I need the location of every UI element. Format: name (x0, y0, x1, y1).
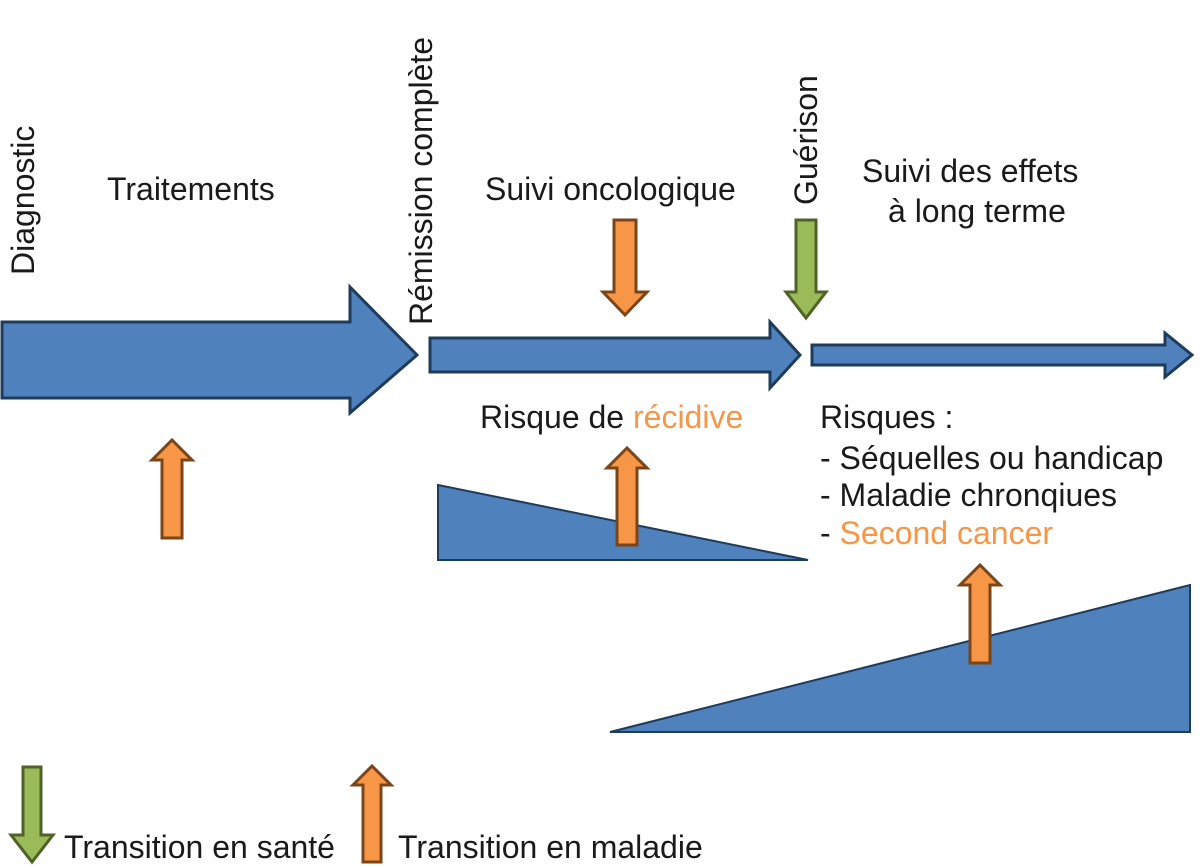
legend: Transition en santé Transition en maladi… (7, 763, 703, 865)
long-term-followup-arrow (810, 329, 1195, 381)
illness-transition-arrow-up-icon (148, 437, 196, 540)
phase-traitements: Traitements (107, 171, 275, 207)
risk-item: - Séquelles ou handicap (820, 440, 1163, 476)
milestone-remission: Rémission complète (403, 37, 439, 325)
legend-health-label: Transition en santé (64, 829, 335, 865)
legend-illness-arrow-icon (349, 763, 395, 864)
legend-health-arrow-icon (7, 765, 57, 865)
phase-suivi-effets-line2: à long terme (888, 193, 1066, 229)
risk-item-second-cancer: - Second cancer (820, 515, 1053, 551)
legend-illness-label: Transition en maladie (398, 829, 703, 865)
recurrence-prefix: Risque de (480, 399, 633, 435)
milestone-guerison: Guérison (788, 75, 824, 205)
illness-transition-arrow-up-icon (956, 562, 1004, 665)
milestone-diagnostic: Diagnostic (5, 126, 41, 275)
oncology-followup-arrow (428, 318, 803, 392)
illness-transition-arrow-down-icon (599, 218, 651, 318)
long-term-risk-increasing-triangle (609, 583, 1191, 733)
recurrence-highlight: récidive (633, 399, 743, 435)
risks-title: Risques : (820, 399, 953, 435)
recurrence-risk-label: Risque de récidive (480, 399, 743, 435)
health-transition-arrow-down-icon (782, 218, 830, 321)
treatment-arrow (0, 283, 420, 417)
phase-suivi-oncologique: Suivi oncologique (485, 171, 736, 207)
illness-transition-arrow-up-icon (603, 445, 651, 547)
second-cancer-highlight: Second cancer (840, 515, 1054, 551)
risk-item-prefix: - (820, 515, 840, 551)
phase-suivi-effets-line1: Suivi des effets (862, 153, 1078, 189)
risk-item: - Maladie chronqiues (820, 477, 1117, 513)
